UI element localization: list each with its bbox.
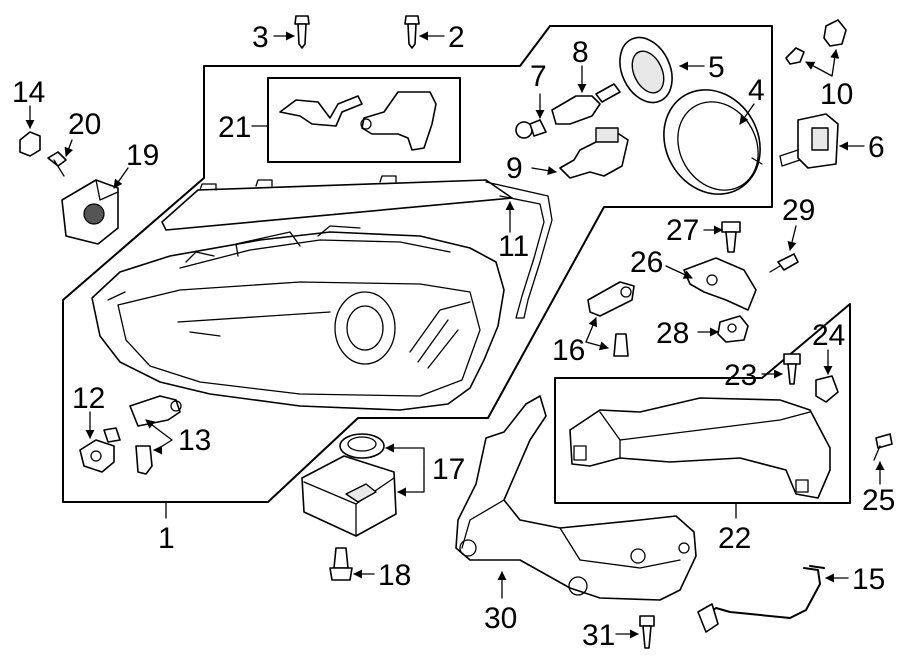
headlamp-assembly-boundary (62, 25, 773, 503)
actuator-16-drawing (587, 281, 635, 357)
mounting-bracket-22-drawing (569, 397, 831, 499)
screw-23-drawing (783, 353, 801, 385)
screw-31-drawing (639, 615, 655, 649)
leader-17 (385, 443, 425, 469)
bracket-26-drawing (683, 257, 757, 311)
dust-cap-small-drawing (619, 36, 673, 104)
leader-lines (25, 31, 885, 639)
ballast-19-drawing (61, 179, 119, 245)
leader-10b (830, 49, 840, 77)
nut-14-drawing (19, 131, 41, 157)
callout-25: 25 (862, 484, 895, 517)
motor-13-drawing (129, 395, 182, 475)
callout-6: 6 (868, 131, 885, 164)
callout-31: 31 (582, 619, 615, 652)
callout-8: 8 (572, 36, 589, 69)
callout-17: 17 (432, 453, 465, 486)
callout-21: 21 (218, 111, 251, 144)
callout-1: 1 (158, 522, 175, 555)
callout-10: 10 (820, 78, 853, 111)
leader-29 (787, 225, 797, 251)
dust-cap-large-drawing (663, 89, 763, 195)
callout-27: 27 (666, 214, 699, 247)
callout-2: 2 (448, 21, 465, 54)
leader-19 (113, 167, 129, 189)
leader-10 (805, 61, 833, 77)
bulb-8-drawing (551, 83, 621, 125)
callout-20: 20 (68, 108, 101, 141)
headlamp-assembly-drawing (91, 225, 505, 411)
screw-25-drawing (873, 433, 893, 461)
callout-numbers: 1 2 3 4 5 6 7 8 9 10 11 12 13 14 15 16 1… (12, 21, 895, 652)
ballast-17-drawing (301, 433, 397, 537)
leader-13b (153, 439, 173, 455)
clip-24-drawing (815, 375, 839, 403)
leader-16 (585, 341, 609, 351)
bracket-12-drawing (79, 427, 121, 473)
leader-4 (739, 103, 755, 125)
callout-14: 14 (12, 76, 45, 109)
callout-16: 16 (552, 334, 585, 367)
leader-20 (64, 139, 74, 157)
callout-11: 11 (498, 230, 529, 263)
leader-17b (397, 467, 425, 497)
callout-18: 18 (378, 559, 411, 592)
bulb-7-drawing (515, 119, 547, 139)
adjuster-bracket-drawing (279, 91, 437, 151)
callout-23: 23 (724, 359, 757, 392)
socket-9-drawing (559, 127, 629, 179)
leader-9 (531, 166, 557, 176)
screw-27-drawing (721, 221, 741, 253)
callout-4: 4 (748, 74, 765, 107)
mounting-bracket-boundary (554, 303, 851, 504)
adjuster-bracket-box (267, 77, 461, 163)
callout-22: 22 (718, 522, 751, 555)
support-bracket-30-drawing (455, 395, 697, 601)
callout-24: 24 (812, 319, 845, 352)
callout-28: 28 (656, 317, 689, 350)
callout-15: 15 (852, 563, 885, 596)
xenon-bulb-drawing (779, 113, 839, 169)
leader-13 (145, 419, 173, 441)
callout-19: 19 (126, 139, 159, 172)
screw-20-drawing (47, 151, 67, 177)
callout-26: 26 (630, 246, 663, 279)
trim-strip-drawing (161, 175, 553, 319)
callout-9: 9 (506, 152, 523, 185)
screw-29-drawing (769, 253, 799, 273)
callout-7: 7 (530, 60, 547, 93)
screw-18-drawing (329, 547, 353, 581)
callout-13: 13 (178, 424, 211, 457)
callout-30: 30 (484, 602, 517, 635)
screw-2-drawing (404, 15, 420, 49)
leader-26 (665, 265, 693, 279)
callout-12: 12 (72, 382, 105, 415)
leader-16b (585, 317, 598, 343)
sensor-cable-15-drawing (697, 565, 825, 633)
boundary-outlines (62, 25, 851, 504)
callout-29: 29 (782, 194, 815, 227)
nut-28-drawing (717, 315, 749, 343)
screw-3-drawing (294, 15, 310, 49)
callout-5: 5 (708, 51, 725, 84)
screw-nut-10-drawing (785, 19, 847, 65)
callout-3: 3 (252, 21, 269, 54)
